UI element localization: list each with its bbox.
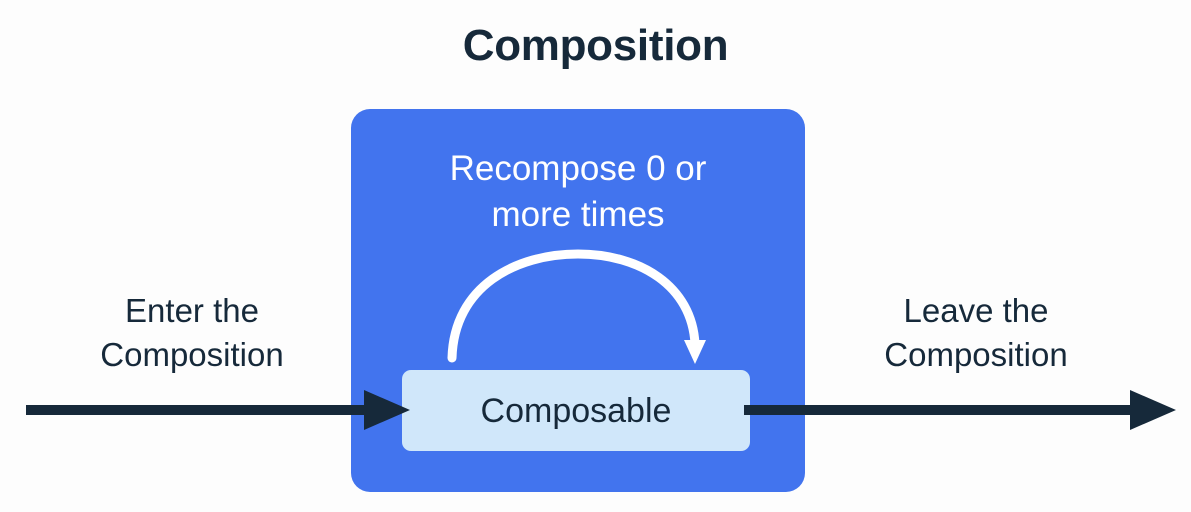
- recompose-caption-line1: Recompose 0 or: [449, 149, 707, 188]
- composable-label: Composable: [480, 391, 672, 430]
- enter-composition-label-line1: Enter the: [125, 292, 259, 329]
- recompose-caption: Recompose 0 or more times: [372, 146, 784, 238]
- leave-composition-label-line2: Composition: [884, 336, 1068, 373]
- leave-composition-label: Leave the Composition: [824, 289, 1128, 377]
- recompose-caption-line2: more times: [491, 195, 665, 234]
- composable-box: Composable: [402, 370, 750, 451]
- page-title: Composition: [462, 21, 729, 70]
- enter-composition-label: Enter the Composition: [40, 289, 344, 377]
- enter-flow-right-arrow-icon: [26, 390, 410, 430]
- leave-composition-label-line1: Leave the: [903, 292, 1049, 329]
- curved-loop-arrow-icon: [447, 249, 706, 364]
- enter-composition-label-line2: Composition: [100, 336, 284, 373]
- leave-flow-right-arrow-icon: [744, 390, 1176, 430]
